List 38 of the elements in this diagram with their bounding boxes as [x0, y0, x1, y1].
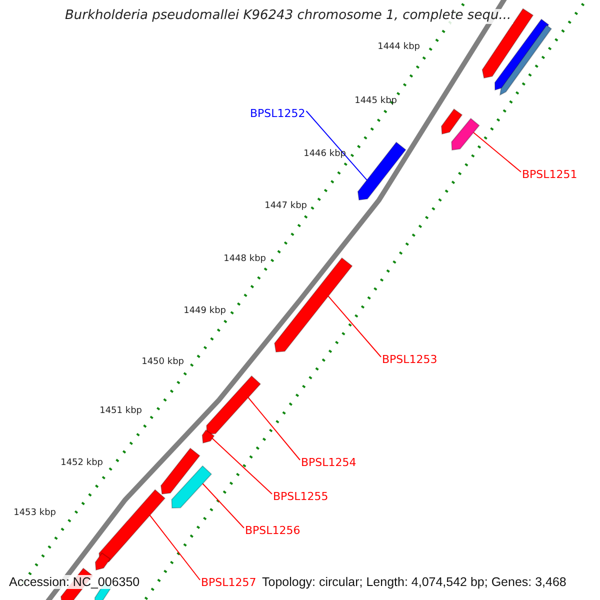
leader-line: [202, 483, 244, 528]
scale-label: 1450 kbp: [142, 357, 184, 368]
topology-text: Topology: circular; Length: 4,074,542 bp; Genes: 3,468: [262, 575, 566, 590]
gene-block: [357, 142, 406, 201]
gene-block: [499, 24, 552, 96]
gene-label: BPSL1257: [201, 577, 256, 590]
gene-block: [274, 257, 353, 353]
scale-label: 1449 kbp: [184, 306, 226, 316]
gene-label: BPSL1256: [245, 525, 300, 538]
leader-line: [212, 438, 272, 494]
gene-block: [206, 375, 262, 435]
scale-label: 1445 kbp: [354, 96, 397, 106]
gene-block: [171, 465, 212, 509]
gene-block: [451, 118, 480, 151]
accession-text: Accession: NC_006350: [9, 575, 140, 590]
leader-line: [328, 296, 382, 358]
gene-block: [440, 108, 463, 135]
scale-label: 1448 kbp: [224, 254, 266, 264]
scale-label: 1447 kbp: [264, 201, 307, 212]
scale-label: 1452 kbp: [60, 458, 103, 468]
gene-block: [202, 429, 215, 444]
gene-block: [160, 448, 200, 495]
scale-label: 1453 kbp: [14, 508, 56, 518]
gene-label: BPSL1254: [301, 457, 356, 470]
gene-block: [94, 552, 111, 571]
leader-line: [306, 110, 368, 181]
scale-label: 1444 kbp: [378, 42, 420, 52]
leader-line: [149, 514, 200, 580]
scale-label: 1446 kbp: [304, 149, 346, 160]
leader-line: [248, 397, 300, 460]
map-title: Burkholderia pseudomallei K96243 chromosome 1, complete sequ...: [63, 9, 514, 24]
scale-label: 1451 kbp: [100, 406, 142, 416]
gene-label: BPSL1251: [522, 169, 578, 182]
leader-line: [473, 132, 522, 172]
gene-label: BPSL1253: [382, 354, 438, 367]
gene-block: [98, 489, 166, 563]
gene-label: BPSL1252: [250, 108, 306, 121]
gene-label: BPSL1255: [273, 491, 328, 504]
